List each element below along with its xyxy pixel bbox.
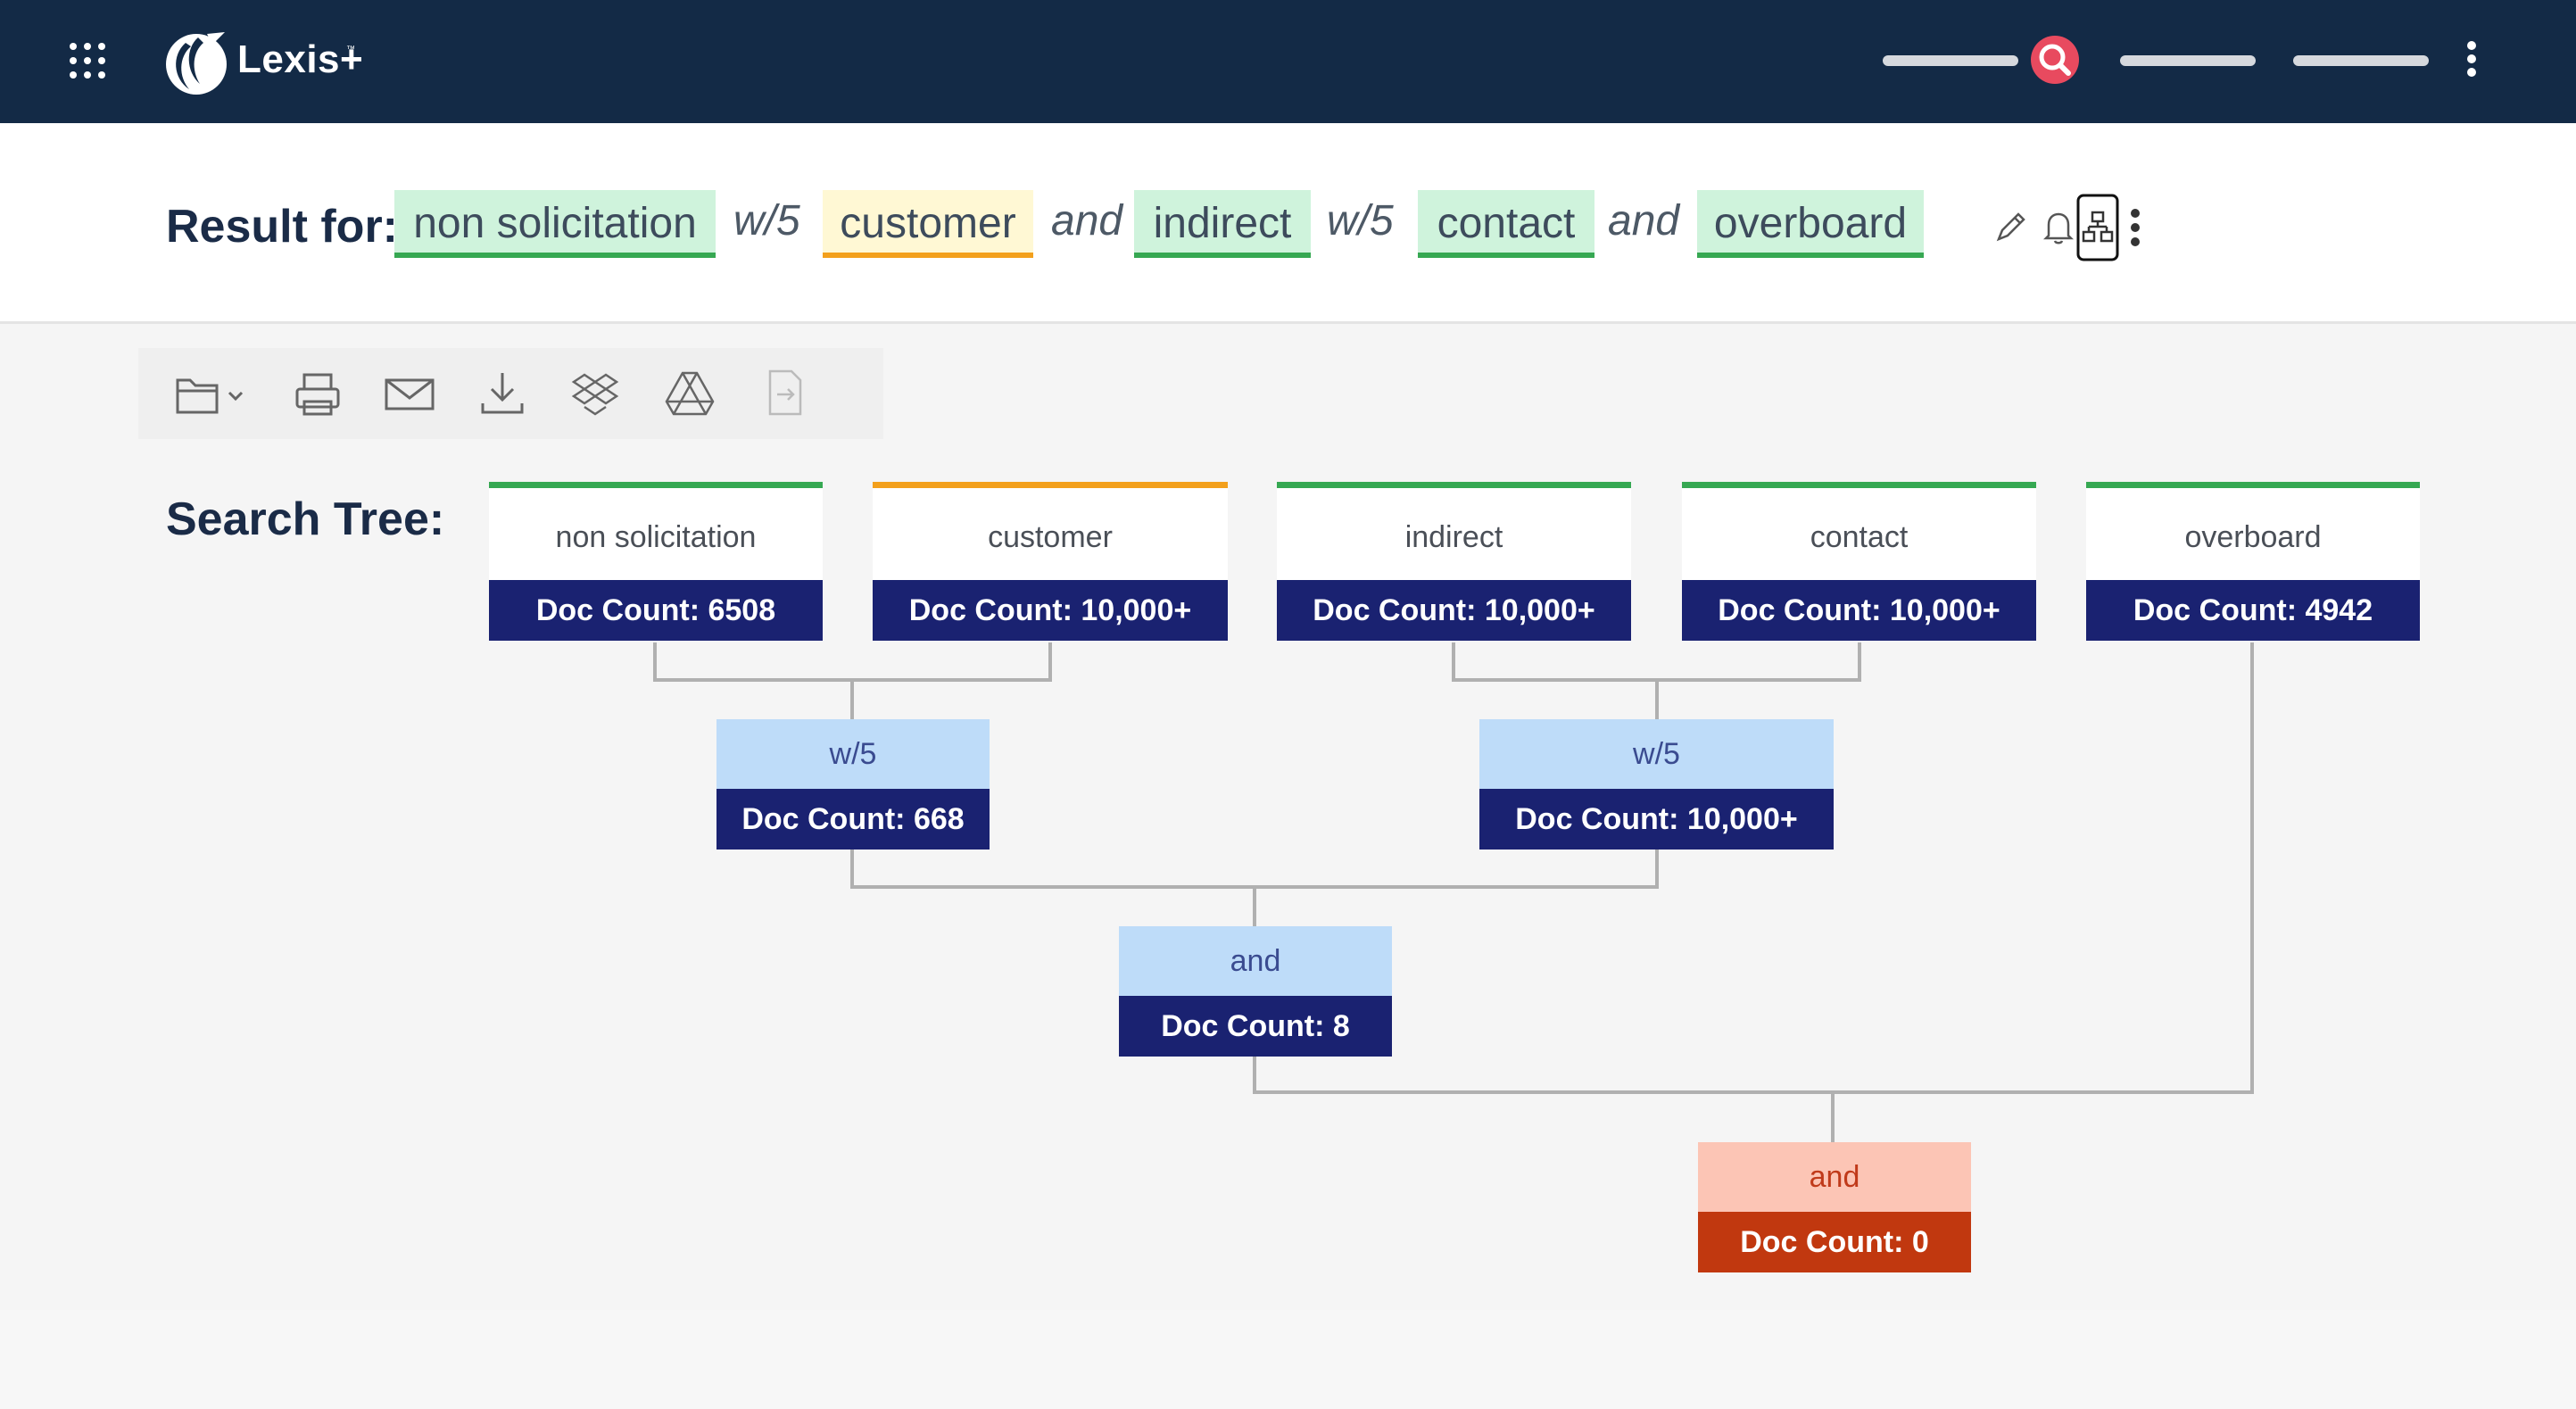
apps-grid-icon[interactable] — [70, 43, 105, 79]
document-toolbar — [138, 348, 883, 439]
leaf-term-label: indirect — [1277, 482, 1631, 580]
tree-operator-and[interactable]: and Doc Count: 8 — [1119, 926, 1392, 1057]
query-operator: and — [1051, 197, 1123, 245]
connector-leaf-pair-1 — [653, 642, 1052, 682]
leaf-doc-count: Doc Count: 10,000+ — [873, 580, 1228, 641]
leaf-doc-count: Doc Count: 6508 — [489, 580, 823, 641]
app-name: Lexis+ — [237, 37, 364, 81]
operator-label: and — [1698, 1142, 1971, 1212]
more-options-icon[interactable] — [2129, 207, 2141, 248]
leaf-doc-count: Doc Count: 10,000+ — [1277, 580, 1631, 641]
tree-leaf-non-solicitation[interactable]: non solicitation Doc Count: 6508 — [489, 482, 823, 641]
tree-leaf-customer[interactable]: customer Doc Count: 10,000+ — [873, 482, 1228, 641]
leaf-term-label: overboard — [2086, 482, 2420, 580]
leaf-term-label: contact — [1682, 482, 2036, 580]
query-operator: w/5 — [1327, 197, 1394, 245]
query-operator: and — [1608, 197, 1680, 245]
lexis-logo[interactable]: Lexis+ ™ — [159, 25, 427, 100]
tree-leaf-indirect[interactable]: indirect Doc Count: 10,000+ — [1277, 482, 1631, 641]
leaf-doc-count: Doc Count: 10,000+ — [1682, 580, 2036, 641]
result-for-label: Result for: — [166, 201, 398, 253]
google-drive-icon[interactable] — [665, 368, 715, 419]
operator-doc-count: Doc Count: 668 — [716, 789, 990, 850]
top-navigation-bar: Lexis+ ™ — [0, 0, 2576, 123]
kebab-menu-icon[interactable] — [2464, 41, 2479, 84]
leaf-term-label: non solicitation — [489, 482, 823, 580]
lexis-logo-icon — [166, 32, 227, 95]
print-icon[interactable] — [292, 368, 345, 419]
query-operator: w/5 — [733, 197, 800, 245]
leaf-doc-count: Doc Count: 4942 — [2086, 580, 2420, 641]
query-term-overboard[interactable]: overboard — [1697, 190, 1924, 258]
result-header: Result for: non solicitation w/5 custome… — [0, 123, 2576, 324]
connector-and-overboard — [1253, 642, 2254, 1094]
operator-doc-count: Doc Count: 10,000+ — [1479, 789, 1834, 850]
tree-operator-w5-left[interactable]: w/5 Doc Count: 668 — [716, 719, 990, 850]
nav-item-placeholder-2[interactable] — [2120, 55, 2256, 66]
tree-operator-and-final[interactable]: and Doc Count: 0 — [1698, 1142, 1971, 1272]
dropbox-icon[interactable] — [570, 368, 620, 419]
tree-leaf-overboard[interactable]: overboard Doc Count: 4942 — [2086, 482, 2420, 641]
search-tree-label: Search Tree: — [166, 493, 445, 545]
search-tree-icon[interactable] — [2075, 193, 2120, 262]
folder-icon[interactable] — [172, 368, 253, 419]
operator-doc-count: Doc Count: 0 — [1698, 1212, 1971, 1272]
operator-label: w/5 — [716, 719, 990, 789]
operator-doc-count: Doc Count: 8 — [1119, 996, 1392, 1057]
page-footer-area — [0, 1310, 2576, 1409]
download-icon[interactable] — [477, 368, 527, 419]
operator-label: and — [1119, 926, 1392, 996]
query-term-indirect[interactable]: indirect — [1134, 190, 1311, 258]
bell-icon[interactable] — [2043, 209, 2074, 245]
nav-item-placeholder-3[interactable] — [2293, 55, 2429, 66]
email-icon[interactable] — [383, 368, 436, 419]
tree-leaf-contact[interactable]: contact Doc Count: 10,000+ — [1682, 482, 2036, 641]
export-document-icon[interactable] — [763, 368, 808, 419]
search-icon — [2039, 44, 2071, 76]
connector-leaf-pair-2 — [1452, 642, 1861, 682]
leaf-term-label: customer — [873, 482, 1228, 580]
trademark-mark: ™ — [346, 45, 355, 54]
query-term-non-solicitation[interactable]: non solicitation — [394, 190, 716, 258]
nav-item-placeholder-1[interactable] — [1883, 55, 2018, 66]
operator-label: w/5 — [1479, 719, 1834, 789]
search-button[interactable] — [2031, 36, 2079, 84]
query-term-customer[interactable]: customer — [823, 190, 1033, 258]
connector-w5-pair — [850, 850, 1659, 889]
tree-operator-w5-right[interactable]: w/5 Doc Count: 10,000+ — [1479, 719, 1834, 850]
pencil-icon[interactable] — [1993, 209, 2029, 245]
query-term-contact[interactable]: contact — [1418, 190, 1594, 258]
